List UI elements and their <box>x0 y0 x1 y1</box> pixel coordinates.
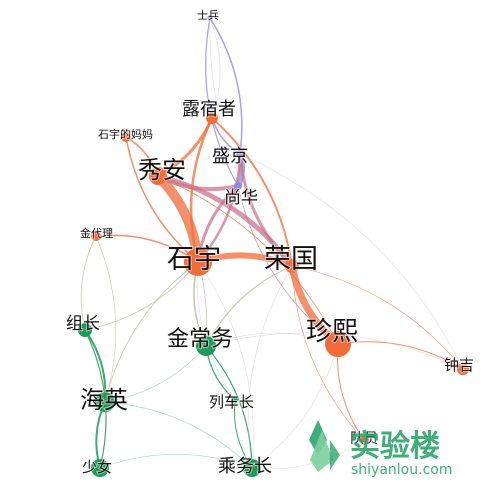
edge-jindaili-haiying <box>95 235 117 403</box>
node-shengjing[interactable] <box>236 150 244 158</box>
edge-shengjing-rongguo <box>238 152 294 268</box>
edge-chengwuzhang-zhenxi <box>251 343 339 469</box>
node-lusuzhe[interactable] <box>206 112 218 124</box>
watermark-subtitle: shiyanlou.com <box>351 462 452 478</box>
node-label-chengwuzhang: 乘务长 <box>218 456 272 477</box>
edge-shibing-shengjing <box>209 17 243 155</box>
edge-shanghua-zhenxi <box>237 185 339 345</box>
node-duiyuan[interactable] <box>359 435 369 445</box>
edge-shiyu-liechezhang <box>196 261 236 401</box>
node-shaonv[interactable] <box>91 459 109 477</box>
node-shiyu[interactable] <box>184 248 212 276</box>
node-label-shaonv: 少女 <box>82 458 112 476</box>
node-label-zhongji: 钟吉 <box>444 356 474 374</box>
edge-shibing-lusuzhe <box>209 17 221 119</box>
edge-rongguo-zhongji <box>291 265 464 370</box>
edge-haiying-jinchangwu <box>104 345 207 403</box>
node-shibing[interactable] <box>207 15 213 21</box>
node-label-shibing: 士兵 <box>197 9 219 22</box>
node-chengwuzhang[interactable] <box>243 459 261 477</box>
edge-zhenxi-zhongji <box>337 341 464 370</box>
edge-jindaili-zuzhang <box>80 235 97 331</box>
node-label-duiyuan: 队员 <box>350 431 378 447</box>
edge-xiuan-zhenxi <box>157 175 339 345</box>
edge-shibing-shanghua <box>205 17 239 187</box>
node-label-xiuan: 秀安 <box>138 156 186 184</box>
edge-shiyu-chengwuzhang <box>197 261 254 469</box>
node-zuzhang[interactable] <box>78 323 92 337</box>
node-label-shanghua: 尚华 <box>224 188 258 208</box>
edge-shiyu-zuzhang <box>84 261 199 331</box>
node-label-lusuzhe: 露宿者 <box>182 99 236 120</box>
node-label-jindaili: 金代理 <box>80 226 113 240</box>
edge-duiyuan-chengwuzhang <box>251 439 365 470</box>
node-label-zuzhang: 组长 <box>66 314 100 334</box>
edge-shengjing-zhongji <box>239 153 464 370</box>
edge-rongguo-jinchangwu <box>205 265 293 347</box>
node-label-zhenxi: 珍熙 <box>306 317 358 347</box>
node-liechezhang[interactable] <box>232 397 238 403</box>
edge-jinchangwu-chengwuzhang <box>205 345 253 469</box>
node-haiying[interactable] <box>95 392 115 412</box>
edge-shibing-rongguo <box>209 17 293 267</box>
node-label-jinchangwu: 金常务 <box>167 327 233 352</box>
node-label-shiyumama: 石宇的妈妈 <box>98 127 153 141</box>
node-label-rongguo: 荣国 <box>264 244 318 275</box>
node-layer <box>78 15 469 477</box>
node-label-shengjing: 盛京 <box>212 146 248 167</box>
node-jindaili[interactable] <box>91 231 101 241</box>
edge-lusuzhe-shiyu <box>189 116 214 264</box>
node-zhenxi[interactable] <box>325 331 351 357</box>
edge-shaonv-chengwuzhang <box>99 454 253 469</box>
edge-rongguo-chengwuzhang <box>248 265 293 469</box>
node-rongguo[interactable] <box>285 259 299 273</box>
edge-shiyumama-shiyu <box>125 136 199 263</box>
shiyanlou-logo-icon <box>309 420 340 472</box>
node-label-liechezhang: 列车长 <box>209 393 254 411</box>
node-shiyumama[interactable] <box>121 132 131 142</box>
node-jinchangwu[interactable] <box>196 336 216 356</box>
node-label-shiyu: 石宇 <box>167 244 221 275</box>
edge-lusuzhe-rongguo <box>211 117 293 267</box>
watermark: 实验楼 shiyanlou.com <box>309 420 452 478</box>
edge-jinchangwu-zhenxi <box>205 332 339 347</box>
node-zhongji[interactable] <box>457 363 469 375</box>
node-shanghua[interactable] <box>234 182 242 190</box>
watermark-title: 实验楼 <box>350 429 440 464</box>
edge-zhenxi-duiyuan <box>337 343 365 441</box>
edge-haiying-chengwuzhang <box>104 401 253 469</box>
node-label-haiying: 海英 <box>80 386 128 414</box>
node-xiuan[interactable] <box>149 167 167 185</box>
edge-rongguo-duiyuan <box>291 265 365 441</box>
edge-shiyu-haiying <box>104 261 199 403</box>
